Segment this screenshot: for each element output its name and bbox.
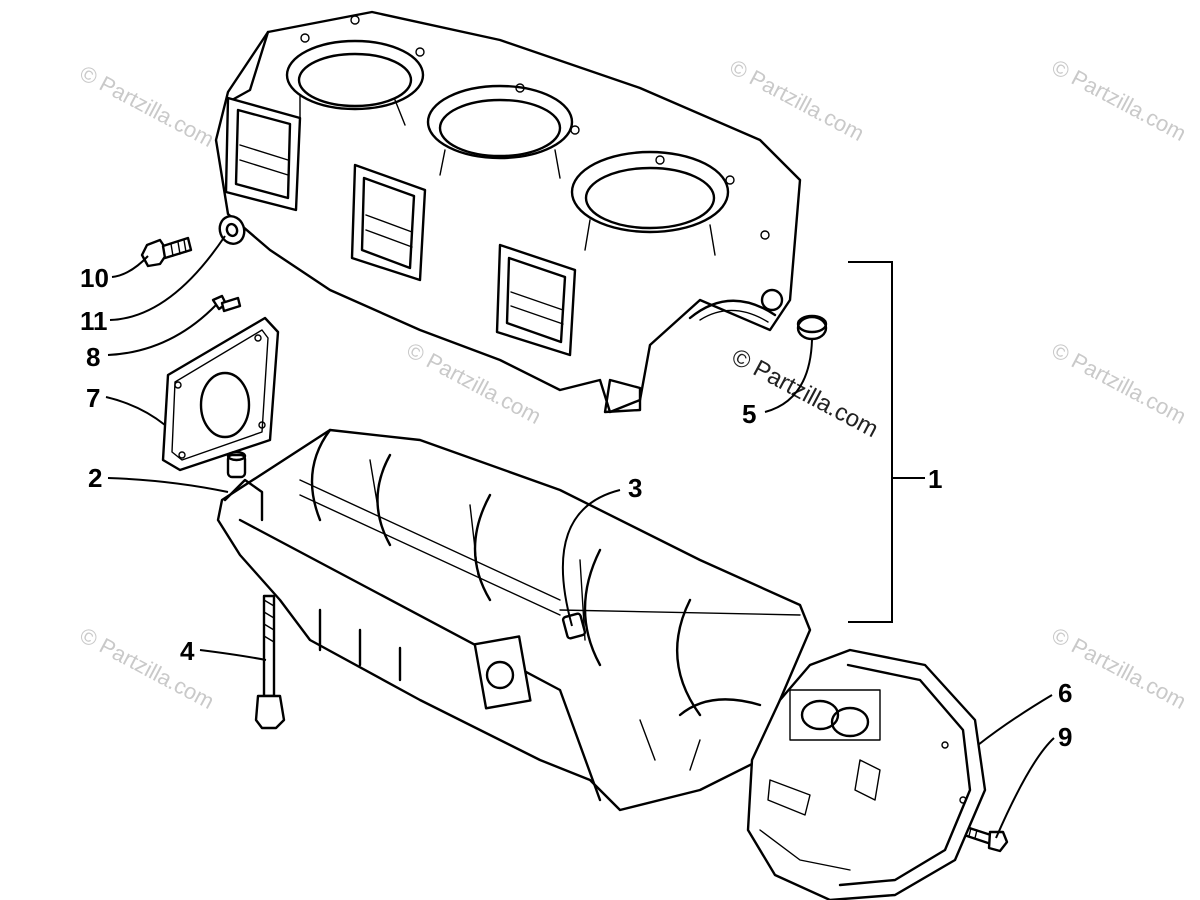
callout-11: 11 [80,306,108,336]
callout-1: 1 [928,464,942,494]
callout-9: 9 [1058,722,1072,752]
assembly-bracket [848,261,925,623]
callout-5: 5 [742,399,756,429]
leader-lines [105,235,1055,839]
upper-crankcase-illustration [214,10,802,414]
watermark: © Partzilla.com [76,622,219,714]
watermark: © Partzilla.com [726,54,869,146]
callout-10: 10 [80,263,109,293]
callout-7: 7 [86,383,100,413]
flywheel-housing-illustration [746,648,987,900]
watermark: © Partzilla.com [76,60,219,152]
callout-labels: 1 2 3 4 5 6 7 8 9 10 11 [80,263,1072,752]
callout-3: 3 [628,473,642,503]
callout-6: 6 [1058,678,1072,708]
lower-crankcase-illustration [216,428,812,812]
callout-2: 2 [88,463,102,493]
callout-8: 8 [86,342,100,372]
watermark: © Partzilla.com [1048,54,1191,146]
watermark: © Partzilla.com [1048,337,1191,429]
callout-4: 4 [180,636,195,666]
cover-plate-illustration [161,316,280,472]
